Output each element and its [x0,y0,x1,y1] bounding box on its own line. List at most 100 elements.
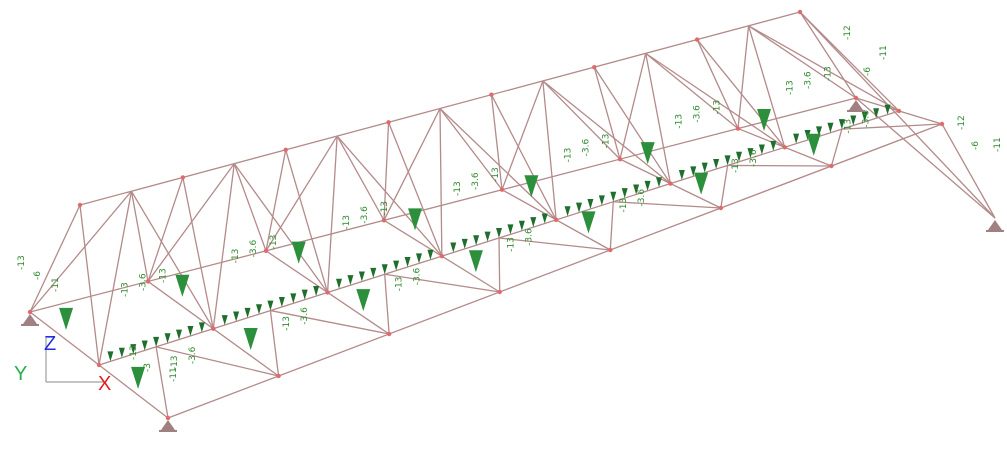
load-arrow-icon [301,289,308,300]
load-arrow-icon [564,206,571,217]
load-value-label: -3.6 [693,105,703,123]
load-value-label: -13 [282,316,292,331]
load-arrow-icon [416,253,422,264]
load-arrow-icon [370,267,377,278]
node [939,121,945,127]
load-value-label: -3.6 [582,138,592,156]
load-arrow-icon [153,336,160,347]
load-arrow-icon [621,188,628,199]
load-value-label: -13 [342,215,352,230]
load-arrow-icon [267,300,274,311]
web-diagonal [501,80,544,190]
load-value-label: -13 [491,167,501,182]
web-diagonal [383,108,441,221]
load-arrow-icon [633,184,640,195]
rafter-back [490,94,503,190]
load-arrow-icon [694,172,709,195]
load-value-label: -13 [602,134,612,149]
load-value-label: -13 [675,114,685,129]
node [782,145,787,150]
load-arrow-icon [164,333,171,344]
load-value-label: -13 [158,268,168,283]
load-arrow-icon [347,275,354,286]
node [276,373,281,379]
node [592,64,597,70]
load-arrow-icon [524,175,539,198]
load-arrow-icon [408,208,423,231]
rafter-back [593,66,621,160]
web-diagonal [841,123,943,130]
load-arrow-icon [816,126,822,137]
load-arrow-icon [598,195,605,206]
rafter-mid [79,204,100,366]
load-value-label: -3 [143,363,153,372]
node [145,279,151,284]
node [77,202,83,208]
load-arrow-icon [468,250,483,273]
node [381,218,387,223]
node [797,9,803,15]
load-arrow-icon [850,115,857,126]
x-axis-label: X [98,373,112,395]
load-value-label: -13 [507,237,517,252]
front-bottom-chord [167,123,943,419]
web-diagonal [130,190,214,330]
load-value-label: -3.6 [803,71,813,89]
node [553,217,559,223]
load-value-label: -13 [453,181,463,196]
load-arrow-icon [873,108,880,119]
load-arrow-icon [176,329,182,340]
load-arrow-icon [747,148,754,159]
load-arrow-icon [427,249,434,260]
web-diagonal [542,80,557,220]
load-arrow-icon [576,202,582,213]
load-arrow-icon [713,159,720,170]
load-arrow-icon [793,133,800,144]
web-diagonal [727,164,832,167]
node [96,362,102,368]
web-diagonal [613,201,721,209]
load-arrow-icon [587,198,594,209]
rafter-mid [490,94,557,221]
web-diagonal [155,346,169,419]
node [180,175,186,180]
web-diagonal [265,135,338,252]
pin-support-icon [849,100,863,110]
load-arrow-icon [356,289,371,312]
pin-support-icon [161,420,175,430]
load-arrow-icon [243,327,258,350]
web-diagonal [326,136,338,293]
load-arrow-icon [806,133,821,156]
load-arrow-icon [640,142,655,165]
load-arrow-icon [827,122,834,133]
load-value-label: -13 [394,277,404,292]
load-value-label: -13 [823,66,833,81]
web-diagonal [830,128,843,167]
node [165,415,171,421]
load-value-label: -11 [993,137,1003,152]
load-arrow-icon [130,344,137,355]
rafter-mid [182,177,214,329]
load-arrow-icon [656,177,662,188]
node [608,247,613,253]
load-value-label: -13 [17,255,27,270]
load-value-label: -13 [231,249,241,264]
rafter-back [799,11,857,99]
web-diagonal [212,163,235,329]
node [263,248,269,254]
web-diagonal [147,163,235,282]
load-arrow-icon [690,166,697,177]
load-arrow-icon [770,140,777,151]
node [896,108,902,114]
web-diagonal [270,309,390,335]
rafter-mid [285,149,329,293]
node [283,147,288,153]
web-diagonal [336,135,385,221]
right-end-member [855,97,996,219]
node [27,309,33,315]
rafter-back [265,149,287,251]
load-arrow-icon [187,325,194,336]
load-arrow-icon [290,293,297,304]
